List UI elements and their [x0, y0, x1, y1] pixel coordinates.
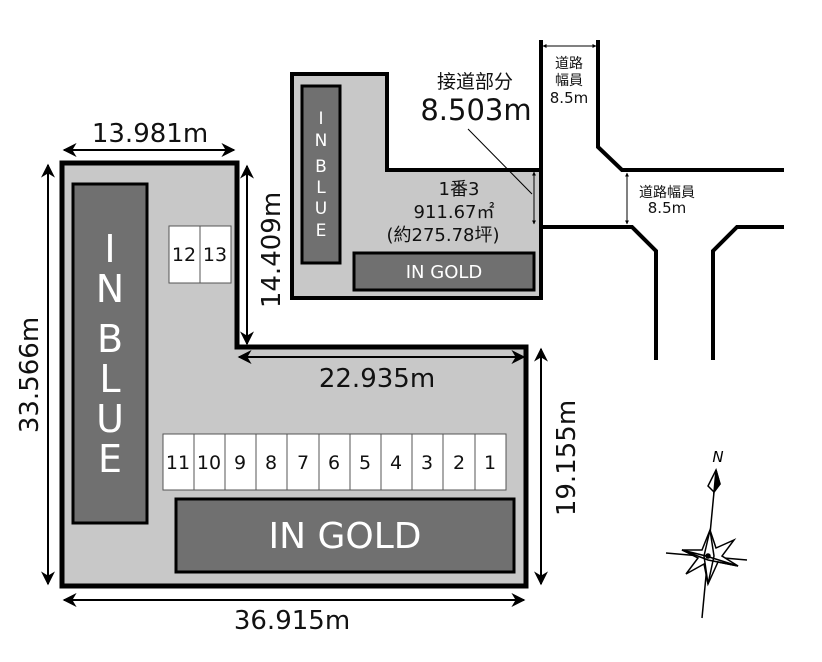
in-blue-letter: B	[97, 317, 123, 361]
parking-space	[318, 433, 351, 491]
sub-in-blue-letter: N	[315, 131, 328, 151]
south-road-right-edge	[711, 225, 784, 360]
sub-in-blue-label: I N B L U E	[315, 109, 328, 241]
parking-number: 3	[421, 452, 433, 474]
parking-space	[286, 433, 320, 491]
in-blue-letter: U	[96, 397, 124, 441]
compass-rose-icon: N	[665, 448, 748, 619]
parking-number: 5	[359, 452, 371, 474]
sub-lot: I N B L U E IN GOLD 1番3 911.67㎡ (約275.78…	[290, 72, 543, 300]
roads	[539, 40, 784, 360]
in-gold-building	[174, 497, 516, 574]
frontage-label: 接道部分	[437, 71, 513, 93]
in-blue-letter: L	[99, 357, 120, 401]
parking-number: 1	[484, 452, 496, 474]
in-blue-label: I N B L U E	[96, 227, 124, 481]
parking-upper: 12 13	[168, 225, 232, 284]
parking-number: 10	[197, 452, 221, 474]
lot-area-sqm: 911.67㎡	[414, 201, 495, 223]
parking-number: 4	[390, 452, 402, 474]
parking-space	[168, 225, 201, 284]
parking-space	[255, 433, 288, 491]
parking-number: 7	[297, 452, 309, 474]
sub-in-blue-letter: E	[316, 221, 327, 241]
label-inner-width: 22.935m	[319, 364, 435, 394]
sub-in-blue-letter: B	[315, 157, 327, 177]
lot-number: 1番3	[439, 179, 480, 200]
sub-in-gold-building	[352, 251, 536, 292]
sub-in-blue-letter: L	[316, 178, 326, 198]
north-road-label: 道路	[555, 56, 583, 72]
north-road-right-edge	[596, 40, 784, 172]
main-lot: I N B L U E IN GOLD 12 13	[59, 160, 529, 589]
label-notch-height: 14.409m	[257, 192, 287, 308]
frontage-value: 8.503m	[420, 93, 531, 127]
label-bottom-width: 36.915m	[234, 606, 350, 636]
parking-lower: 11 10 9 8 7 6 5 4 3 2 1	[162, 433, 507, 491]
sub-in-blue-building	[300, 84, 342, 265]
north-road-width: 8.5m	[550, 89, 588, 107]
in-blue-letter: N	[96, 267, 124, 311]
in-blue-building	[71, 182, 149, 525]
label-top-left-width: 13.981m	[92, 119, 208, 149]
parking-number: 6	[328, 452, 340, 474]
in-blue-letter: I	[104, 227, 115, 271]
parking-number: 11	[166, 452, 190, 474]
lot-area-tsubo: (約275.78坪)	[386, 225, 499, 246]
parking-space	[349, 433, 382, 491]
in-gold-label: IN GOLD	[269, 516, 422, 557]
parking-space	[380, 433, 413, 491]
parking-number: 12	[172, 244, 196, 266]
parking-space	[411, 433, 444, 491]
parking-space	[199, 225, 232, 284]
parking-number: 13	[203, 244, 227, 266]
sub-in-blue-letter: I	[318, 109, 323, 129]
east-road-width: 8.5m	[648, 199, 686, 217]
parking-number: 8	[265, 452, 277, 474]
frontage-annotation: 接道部分 8.503m	[420, 71, 536, 225]
parking-space	[193, 433, 226, 491]
compass-north-label: N	[712, 448, 723, 466]
label-left-height: 33.566m	[15, 317, 45, 433]
dimensions	[41, 143, 548, 607]
sub-in-gold-label: IN GOLD	[406, 262, 483, 283]
label-right-height: 19.155m	[552, 400, 582, 516]
parking-space	[474, 433, 507, 491]
parking-space	[162, 433, 195, 491]
parking-space	[442, 433, 476, 491]
east-road-lower-edge	[541, 225, 658, 360]
parking-number: 9	[234, 452, 246, 474]
north-road-label: 幅員	[555, 73, 583, 89]
east-road-label: 道路幅員	[639, 185, 695, 201]
parking-number: 2	[453, 452, 465, 474]
sub-in-blue-letter: U	[315, 199, 327, 219]
in-blue-letter: E	[98, 437, 122, 481]
